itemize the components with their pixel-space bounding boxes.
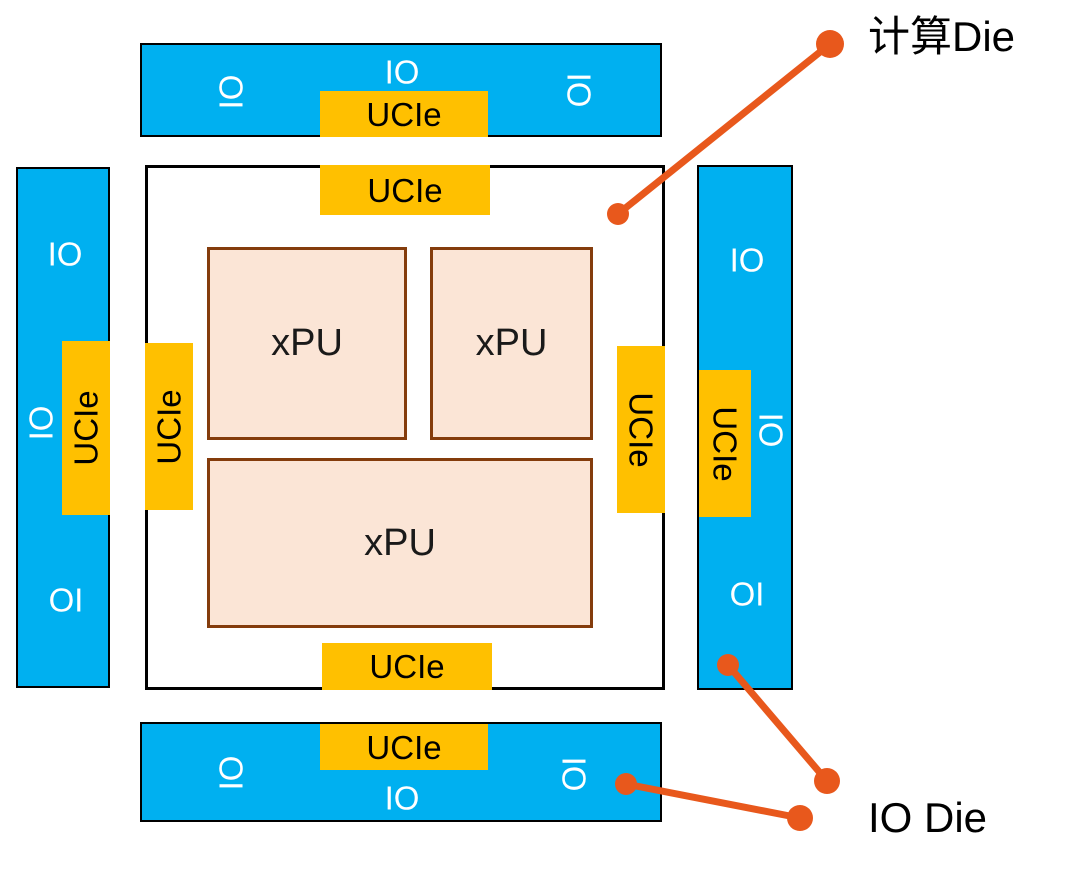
io-label: IO <box>47 235 83 273</box>
ucie-label: UCIe <box>622 391 660 468</box>
io-label: IO <box>22 405 60 441</box>
xpu-block-bottom: xPU <box>207 458 593 628</box>
io-die-callout-label: IO Die <box>868 794 988 841</box>
ucie-label: UCIe <box>366 728 442 766</box>
compute-die-callout-label: 计算Die <box>868 13 1016 60</box>
io-label: IO <box>555 756 593 792</box>
ucie-block-die-right: UCIe <box>617 346 665 513</box>
io-die-left-bar: IO IO IO UCIe <box>16 167 110 688</box>
compute-die: UCIe UCIe UCIe UCIe xPU xPU xPU <box>145 165 665 690</box>
ucie-block-left-bar: UCIe <box>62 341 110 515</box>
connector-dot <box>814 768 840 794</box>
ucie-label: UCIe <box>369 648 445 685</box>
io-label: IO <box>212 74 250 110</box>
xpu-label: xPU <box>364 521 436 564</box>
io-die-bottom-bar: IO IO IO UCIe <box>140 722 662 822</box>
io-label: IO <box>729 575 765 613</box>
io-label: IO <box>384 779 420 817</box>
ucie-block-bottom-bar: UCIe <box>320 724 488 770</box>
io-label: IO <box>212 755 250 791</box>
io-die-right-bar: IO IO IO UCIe <box>697 165 793 690</box>
connector-dot <box>787 805 813 831</box>
io-label: IO <box>384 53 420 91</box>
io-label: IO <box>560 72 598 108</box>
io-label: IO <box>752 412 790 448</box>
ucie-block-top-bar: UCIe <box>320 91 488 137</box>
io-label: IO <box>48 581 84 619</box>
ucie-label: UCIe <box>367 171 443 209</box>
xpu-label: xPU <box>475 322 548 364</box>
ucie-label: UCIe <box>67 390 105 466</box>
ucie-label: UCIe <box>366 95 442 133</box>
xpu-block-top-left: xPU <box>207 247 407 440</box>
io-die-top-bar: IO IO IO UCIe <box>140 43 662 137</box>
ucie-block-right-bar: UCIe <box>699 370 751 517</box>
ucie-block-die-top: UCIe <box>320 165 490 215</box>
ucie-block-die-left: UCIe <box>145 343 193 510</box>
ucie-block-die-bottom: UCIe <box>322 643 492 690</box>
xpu-label: xPU <box>271 322 343 364</box>
xpu-block-top-right: xPU <box>430 247 593 440</box>
ucie-label: UCIe <box>706 405 744 482</box>
connector-dot <box>816 30 844 58</box>
io-label: IO <box>729 241 765 279</box>
ucie-label: UCIe <box>150 388 188 465</box>
